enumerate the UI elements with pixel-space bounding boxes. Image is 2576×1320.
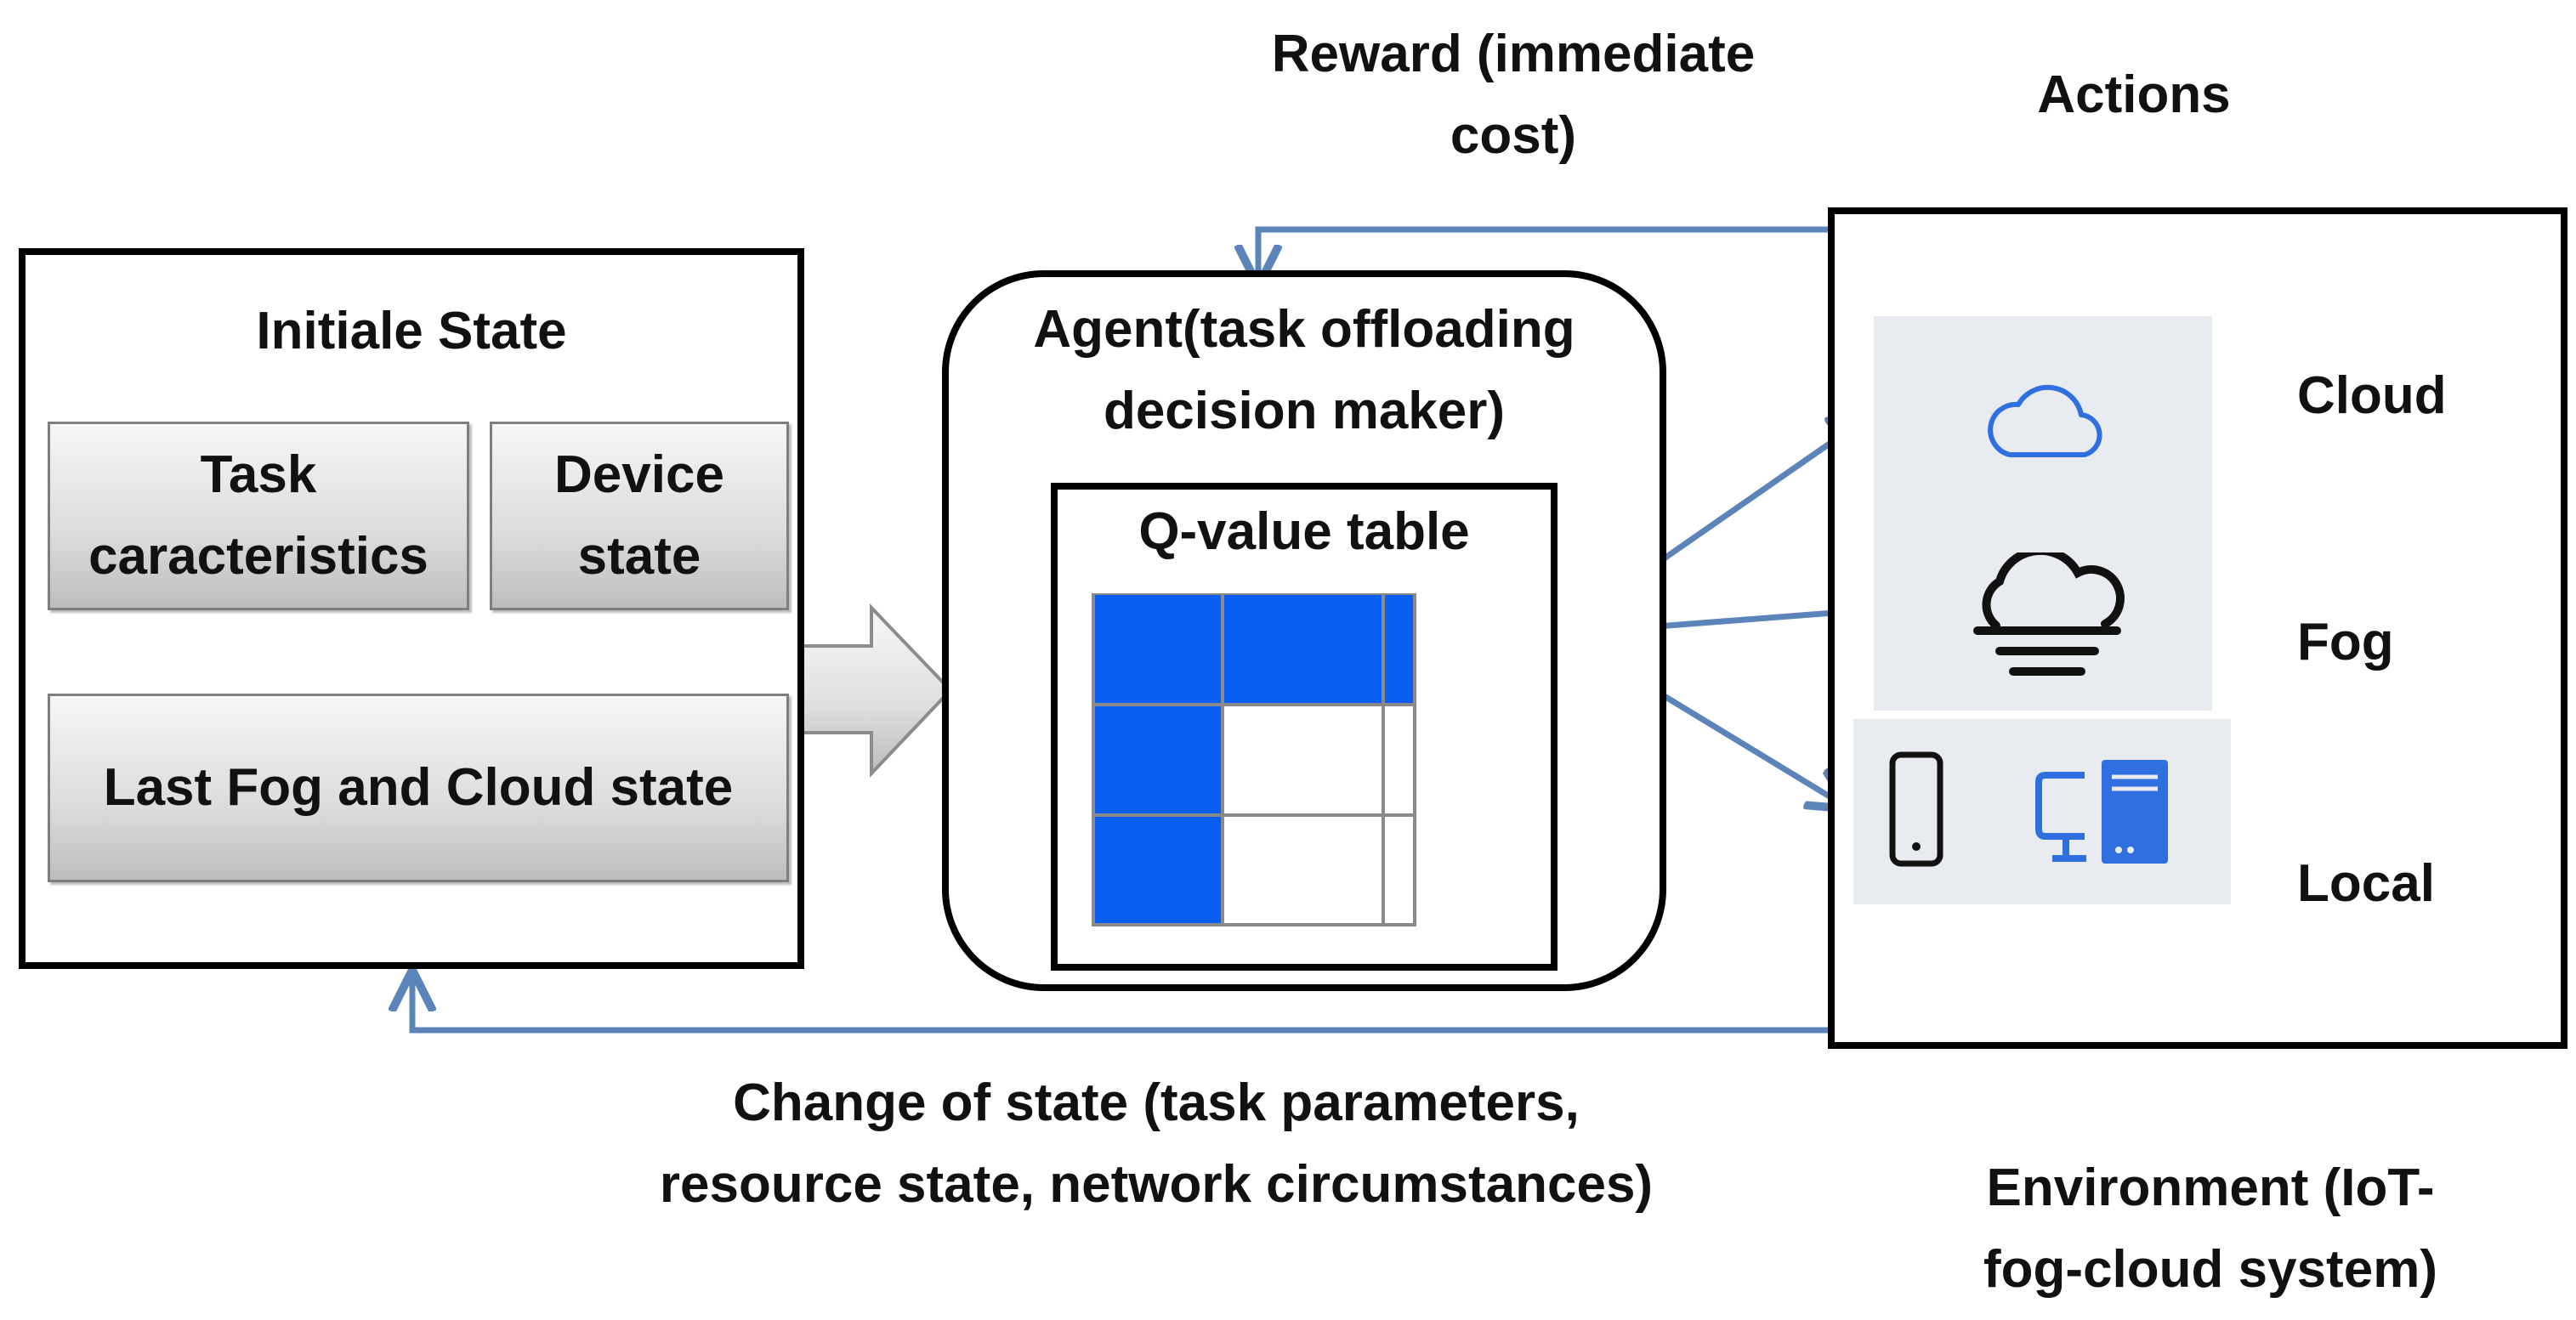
fog-icon: [1973, 552, 2125, 676]
q-value-grid: [1092, 593, 1416, 926]
agent-panel: Agent(task offloading decision maker) Q-…: [942, 270, 1666, 991]
device-state-line2: state: [577, 527, 701, 586]
change-of-state-arrow: [412, 976, 1835, 1034]
agent-title-line1: Agent(task offloading: [1033, 300, 1575, 359]
last-fog-cloud-state-box: Last Fog and Cloud state: [48, 694, 789, 882]
environment-label-line2: fog-cloud system): [1983, 1240, 2437, 1299]
cloud-icon: [1988, 384, 2102, 457]
last-fog-cloud-state-label: Last Fog and Cloud state: [103, 758, 734, 817]
task-characteristics-box: Task caracteristics: [48, 422, 469, 610]
actions-title: Actions: [2037, 65, 2231, 124]
task-characteristics-line1: Task: [200, 445, 317, 504]
initial-state-title: Initiale State: [256, 302, 567, 360]
environment-panel: Cloud Fog Local: [1828, 207, 2567, 1049]
q-cell-r3c1: [1092, 815, 1223, 926]
device-state-line1: Device: [554, 445, 724, 504]
state-to-agent-arrow: [797, 603, 953, 779]
agent-title-line2: decision maker): [1103, 382, 1506, 440]
q-value-table-panel: Q-value table: [1051, 483, 1558, 971]
reward-label-line1: Reward (immediate: [1271, 25, 1756, 83]
initial-state-panel: Initiale State Task caracteristics Devic…: [19, 248, 804, 969]
environment-label-line1: Environment (IoT-: [1986, 1159, 2435, 1217]
change-of-state-line1: Change of state (task parameters,: [733, 1074, 1580, 1132]
phone-icon: [1889, 751, 1943, 867]
task-characteristics-line2: caracteristics: [88, 527, 428, 586]
action-label-fog: Fog: [2297, 613, 2394, 671]
action-label-local: Local: [2297, 854, 2435, 913]
q-cell-row1: [1092, 593, 1416, 705]
reward-label-line2: cost): [1450, 106, 1577, 165]
environment-label: Environment (IoT- fog-cloud system): [1913, 1147, 2508, 1311]
action-label-cloud: Cloud: [2297, 366, 2447, 425]
reward-arrow: [1258, 226, 1835, 280]
change-of-state-line2: resource state, network circumstances): [659, 1155, 1654, 1214]
change-of-state-label: Change of state (task parameters, resour…: [612, 1062, 1700, 1226]
agent-title: Agent(task offloading decision maker): [949, 289, 1660, 452]
local-icon-area: [1853, 719, 2231, 904]
desktop-icon: [2035, 760, 2168, 864]
q-cell-r2c1: [1092, 705, 1223, 815]
reward-label: Reward (immediate cost): [1173, 14, 1853, 177]
device-state-box: Device state: [490, 422, 789, 610]
cloud-fog-icon-area: [1874, 316, 2212, 711]
q-value-table-title: Q-value table: [1138, 502, 1470, 561]
